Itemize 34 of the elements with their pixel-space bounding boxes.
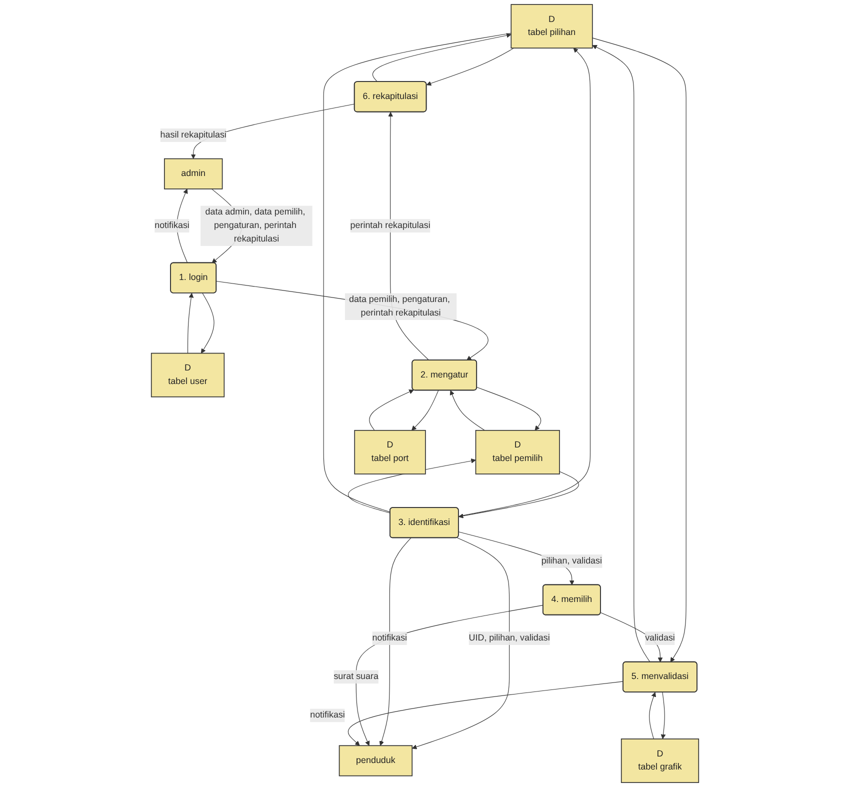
edge-label: hasil rekapitulasi — [160, 130, 226, 140]
edge-label: notifikasi — [372, 633, 408, 643]
arrow — [426, 48, 514, 86]
arrow — [216, 280, 488, 360]
node-box: admin — [164, 158, 223, 190]
node-box: D tabel pemilih — [475, 430, 560, 474]
arrow — [369, 390, 414, 431]
arrow — [660, 692, 666, 740]
arrow — [476, 387, 542, 431]
arrow — [412, 537, 510, 750]
arrow — [372, 33, 512, 82]
arrow — [348, 681, 624, 746]
edge-label: notifikasi — [310, 710, 345, 720]
node-box: D tabel pilihan — [510, 4, 593, 48]
edge-label: data pemilih, pengaturan, perintah rekapitulasi — [349, 294, 450, 318]
arrow — [450, 390, 485, 431]
arrow — [458, 471, 579, 518]
arrow — [379, 538, 412, 746]
edge-label: perintah rekapitulasi — [350, 220, 430, 230]
edge-label: pilihan, validasi — [541, 556, 602, 566]
edge-label: data admin, data pemilih, pengaturan, perintah rekapitulasi — [205, 207, 306, 244]
arrow — [188, 292, 194, 354]
edge-label: notifikasi — [154, 220, 190, 230]
edge-label: validasi — [645, 633, 675, 643]
edge-label: UID, pilihan, validasi — [468, 633, 550, 643]
arrow — [592, 45, 650, 662]
node-box: D tabel port — [354, 430, 426, 474]
node-box: D tabel grafik — [620, 738, 700, 783]
arrow — [201, 292, 214, 354]
node-box: D tabel user — [150, 352, 225, 398]
arrow — [411, 390, 439, 431]
node-box: penduduk — [338, 745, 413, 776]
arrow — [649, 692, 656, 740]
edge-label: surat suara — [334, 672, 378, 682]
